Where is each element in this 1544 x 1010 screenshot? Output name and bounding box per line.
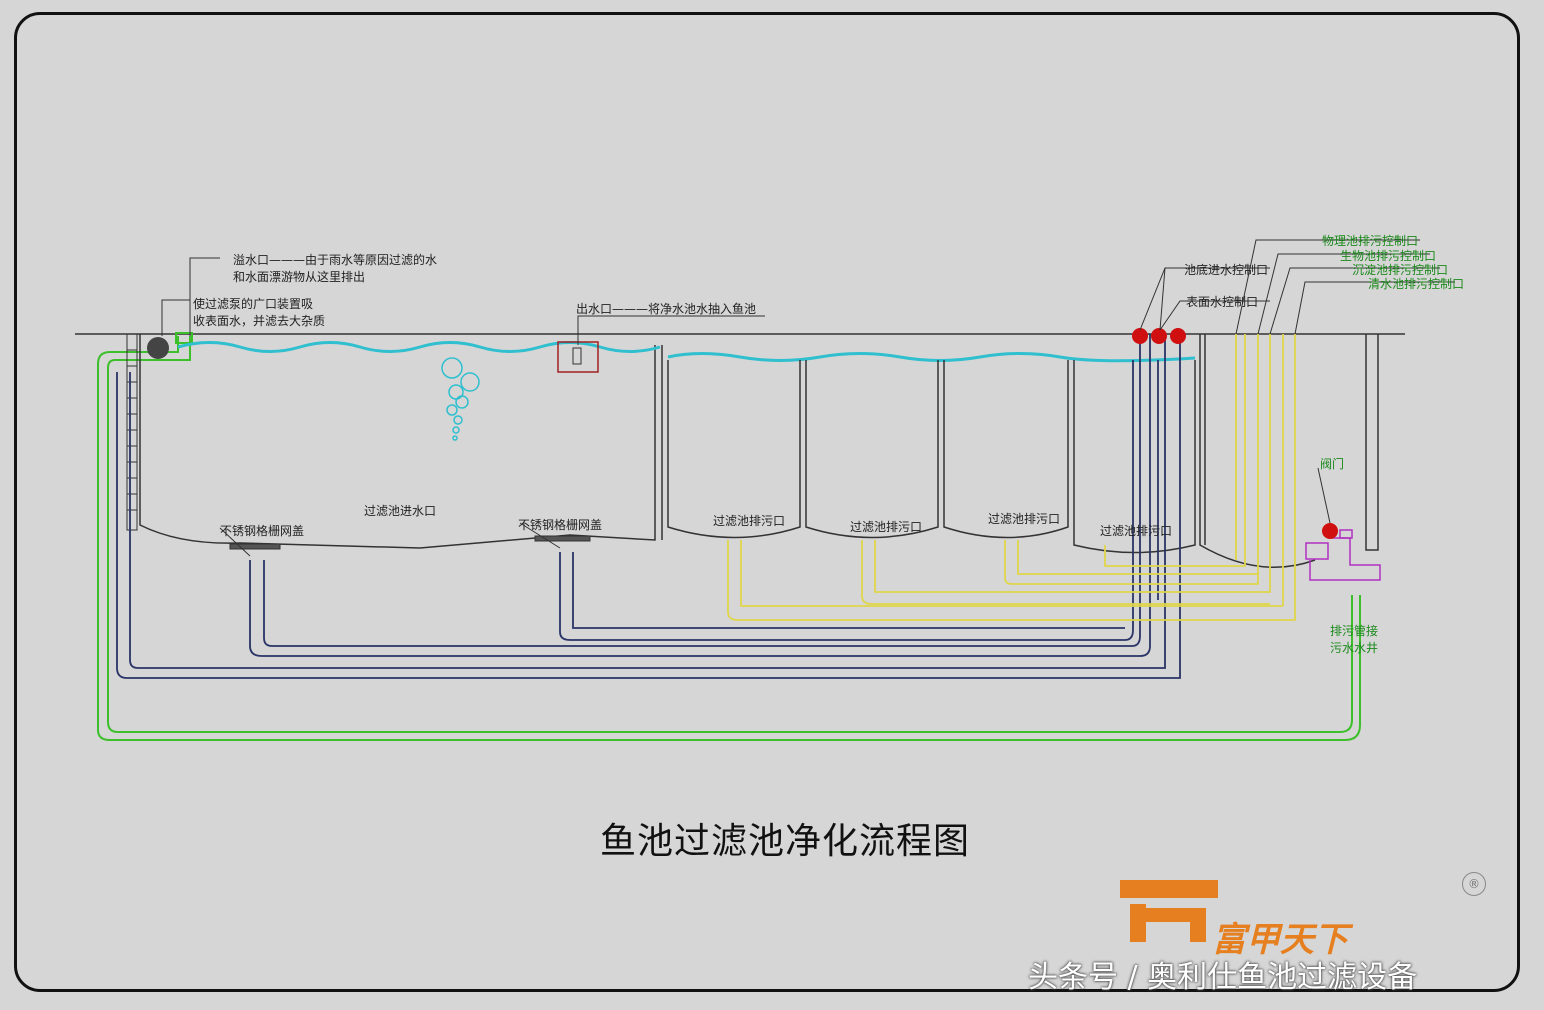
main-pond: [139, 334, 656, 549]
outlet-box: [557, 341, 599, 373]
label-sewer-line2: 污水水井: [1330, 641, 1379, 655]
red-valves: [1132, 328, 1338, 539]
pond-water-surface: [177, 341, 661, 353]
label-filter-drain-1: 过滤池排污口: [713, 514, 786, 528]
label-overflow-line1: 溢水口———由于雨水等原因过滤的水: [233, 253, 438, 267]
label-filter-drain-3: 过滤池排污口: [988, 512, 1061, 526]
navy-pipes: [116, 334, 1181, 679]
label-filter-drain-4: 过滤池排污口: [1100, 524, 1173, 538]
drawing-frame: [14, 12, 1520, 992]
label-filter-drain-2: 过滤池排污口: [850, 520, 923, 534]
label-sewer-line1: 排污管接: [1330, 624, 1379, 638]
label-valve-biological: 生物池排污控制口: [1340, 249, 1437, 263]
leader-lines: [161, 239, 1455, 557]
purple-gate-valve: [1305, 529, 1381, 581]
label-valve-clear: 清水池排污控制口: [1368, 277, 1465, 291]
aeration-bubbles: [441, 357, 480, 441]
label-surface-valve: 表面水控制口: [1186, 295, 1259, 309]
label-valve-physical: 物理池排污控制口: [1322, 234, 1419, 248]
label-overflow-line2: 和水面漂游物从这里排出: [233, 270, 366, 284]
label-outlet: 出水口———将净水池水抽入鱼池: [576, 302, 757, 316]
yellow-pipes: [727, 334, 1296, 621]
filter-water-surface: [667, 352, 1196, 363]
skimmer-grid: [126, 333, 138, 531]
registered-mark: ®: [1462, 872, 1486, 896]
green-return-pipe: [97, 332, 1361, 741]
label-bottom-drain-2: 不锈钢格栅网盖: [518, 518, 603, 532]
label-bottom-valve: 池底进水控制口: [1184, 263, 1269, 277]
label-intake: 过滤池进水口: [364, 504, 437, 518]
label-skimmer-line2: 收表面水，并滤去大杂质: [193, 314, 326, 328]
diagram-title: 鱼池过滤池净化流程图: [600, 821, 971, 862]
watermark: 头条号 / 奥利仕鱼池过滤设备: [1028, 960, 1418, 995]
filter-chambers: [667, 334, 1379, 568]
label-valve-sediment: 沉淀池排污控制口: [1352, 263, 1449, 277]
company-logo-mark: [1120, 880, 1218, 942]
bottom-drains: [229, 535, 591, 550]
label-gate-valve: 阀门: [1320, 457, 1345, 471]
label-skimmer-line1: 使过滤泵的广口装置吸: [193, 297, 314, 311]
skimmer-head: [147, 337, 169, 359]
label-bottom-drain-1: 不锈钢格栅网盖: [220, 524, 305, 538]
company-logo-text: 富甲天下: [1212, 920, 1348, 960]
